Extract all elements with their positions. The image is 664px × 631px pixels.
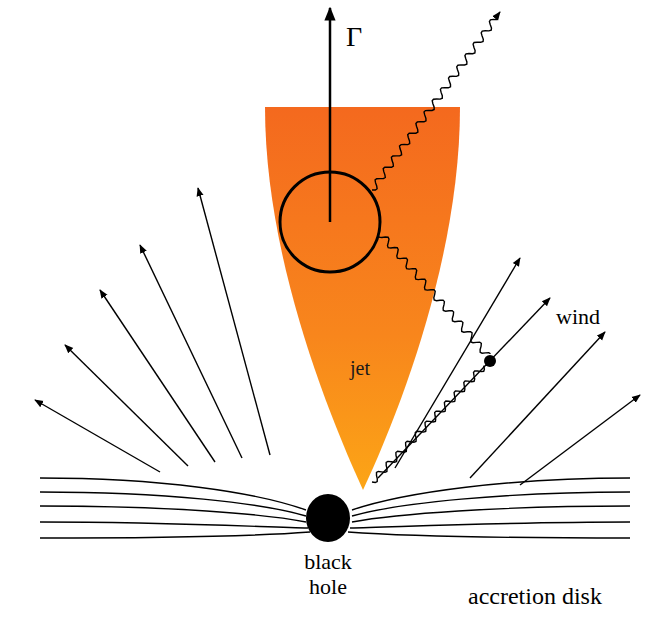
disk-line bbox=[352, 492, 630, 516]
photon-wave bbox=[372, 12, 500, 190]
wind-arrow bbox=[100, 290, 215, 462]
accretion-disk-label: accretion disk bbox=[468, 583, 602, 609]
wind-arrow bbox=[35, 400, 160, 472]
disk-line bbox=[40, 532, 310, 538]
photon-wave bbox=[372, 366, 484, 483]
lorentz-arrow bbox=[329, 8, 332, 222]
blob-circle bbox=[280, 172, 380, 272]
disk-line bbox=[40, 506, 306, 522]
disk-line bbox=[348, 532, 630, 538]
disk-line bbox=[40, 522, 308, 528]
black-hole: black hole bbox=[293, 493, 363, 603]
wind-arrow bbox=[520, 395, 640, 485]
target-photon-dot bbox=[484, 355, 496, 367]
wind-arrow bbox=[140, 245, 242, 458]
wind-arrow bbox=[198, 188, 270, 455]
disk-line bbox=[352, 478, 630, 510]
disk-line bbox=[40, 492, 306, 516]
jet-body bbox=[265, 107, 460, 490]
jet-shape: jet bbox=[262, 105, 462, 495]
disk-line bbox=[350, 522, 630, 528]
wind-label: wind bbox=[556, 305, 600, 329]
jet-label: jet bbox=[350, 357, 370, 379]
lorentz-factor: Γ bbox=[346, 22, 362, 53]
black-hole-symbol bbox=[293, 493, 363, 545]
black-hole-label: black hole bbox=[293, 549, 363, 599]
disk-line bbox=[352, 506, 630, 522]
photon-wave bbox=[378, 232, 490, 354]
disk-line bbox=[40, 478, 306, 510]
wind-arrow bbox=[65, 345, 188, 466]
